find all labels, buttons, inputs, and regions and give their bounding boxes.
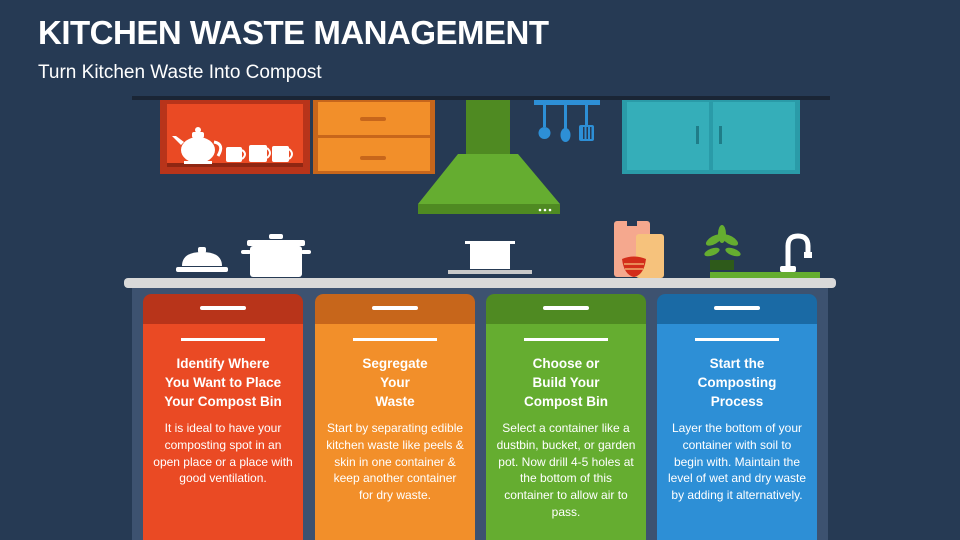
- utensil-rack: [534, 100, 600, 142]
- drawer-cabinet: [313, 100, 435, 174]
- cup-icon: [226, 145, 293, 162]
- cooking-pot-icon: [241, 234, 311, 277]
- teapot-icon: [172, 127, 223, 164]
- chimney-hood: [418, 100, 560, 214]
- step-card-segregate: Segregate Your Waste Start by separating…: [315, 294, 475, 540]
- step-card-choose-bin: Choose or Build Your Compost Bin Select …: [486, 294, 646, 540]
- divider-line: [695, 338, 779, 341]
- divider-line: [524, 338, 608, 341]
- step-card-body: Identify Where You Want to Place Your Co…: [143, 324, 303, 540]
- step-description: Start by separating edible kitchen waste…: [326, 421, 464, 503]
- step-card-body: Choose or Build Your Compost Bin Select …: [486, 324, 646, 540]
- faucet-icon: [780, 233, 812, 272]
- drawer-handle: [372, 306, 418, 310]
- step-heading: Choose or Build Your Compost Bin: [524, 356, 608, 409]
- countertop: [124, 278, 836, 288]
- drawer-top: [143, 294, 303, 324]
- wall-cabinet: [622, 100, 800, 174]
- step-card-start-composting: Start the Composting Process Layer the b…: [657, 294, 817, 540]
- page-subtitle: Turn Kitchen Waste Into Compost: [38, 62, 322, 83]
- step-card-identify: Identify Where You Want to Place Your Co…: [143, 294, 303, 540]
- stove-pan-icon: [448, 241, 532, 274]
- cutting-board-icon: [614, 221, 664, 278]
- drawer-top: [486, 294, 646, 324]
- open-cabinet: [160, 100, 310, 174]
- wall-shelf-line: [132, 96, 830, 100]
- page-title: KITCHEN WASTE MANAGEMENT: [38, 14, 549, 51]
- drawer-top: [657, 294, 817, 324]
- divider-line: [181, 338, 265, 341]
- drawer-handle: [543, 306, 589, 310]
- drawer-handle: [200, 306, 246, 310]
- step-card-body: Segregate Your Waste Start by separating…: [315, 324, 475, 540]
- butter-dish-icon: [176, 247, 228, 272]
- step-card-body: Start the Composting Process Layer the b…: [657, 324, 817, 540]
- sink-counter: [710, 272, 820, 278]
- step-description: Select a container like a dustbin, bucke…: [496, 421, 636, 519]
- divider-line: [353, 338, 437, 341]
- plant-icon: [704, 225, 741, 270]
- step-description: It is ideal to have your composting spot…: [153, 421, 293, 486]
- drawer-top: [315, 294, 475, 324]
- step-heading: Segregate Your Waste: [362, 356, 428, 409]
- step-heading: Start the Composting Process: [697, 356, 777, 409]
- step-heading: Identify Where You Want to Place Your Co…: [164, 356, 282, 409]
- drawer-handle: [714, 306, 760, 310]
- step-description: Layer the bottom of your container with …: [667, 421, 807, 503]
